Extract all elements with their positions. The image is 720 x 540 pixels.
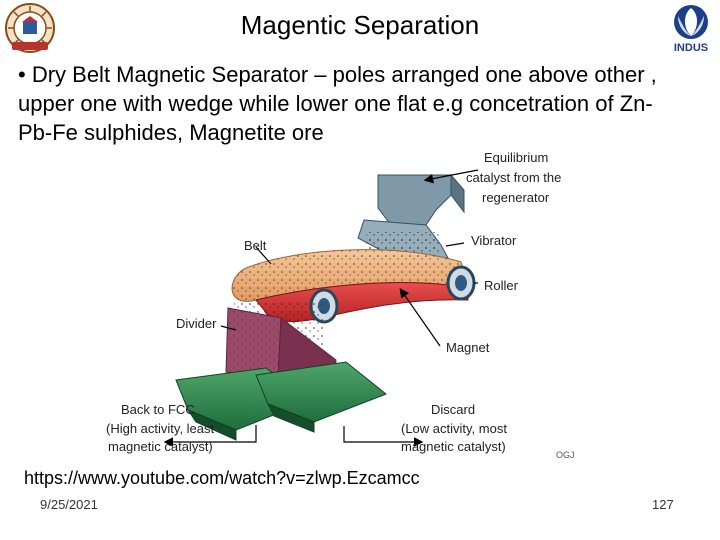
label-back-2: (High activity, least: [106, 421, 215, 436]
youtube-link[interactable]: https://www.youtube.com/watch?v=zlwp.Ezc…: [24, 468, 420, 488]
magnetic-separator-diagram: Equilibrium catalyst from the regenerato…: [96, 150, 581, 462]
slide-date: 9/25/2021: [40, 497, 98, 512]
label-back-1: Back to FCC: [121, 402, 195, 417]
label-discard-1: Discard: [431, 402, 475, 417]
page-number: 127: [652, 497, 674, 512]
slide-title: Magentic Separation: [240, 10, 480, 40]
bin-discard: [255, 361, 387, 433]
label-roller: Roller: [484, 278, 519, 293]
vibrator-hopper: [357, 173, 465, 259]
bullet-text: • Dry Belt Magnetic Separator – poles ar…: [18, 62, 657, 145]
label-vibrator: Vibrator: [471, 233, 517, 248]
college-seal-logo: [5, 3, 55, 53]
label-credit: OGJ: [556, 450, 575, 460]
label-back-3: magnetic catalyst): [108, 439, 213, 454]
indus-university-logo: INDUS: [674, 5, 708, 54]
label-equilibrium-2: catalyst from the: [466, 170, 561, 185]
label-equilibrium-1: Equilibrium: [484, 150, 548, 165]
label-discard-2: (Low activity, most: [401, 421, 507, 436]
label-belt: Belt: [244, 238, 267, 253]
label-divider: Divider: [176, 316, 217, 331]
label-discard-3: magnetic catalyst): [401, 439, 506, 454]
label-magnet: Magnet: [446, 340, 490, 355]
indus-logo-text: INDUS: [674, 42, 708, 54]
label-equilibrium-3: regenerator: [482, 190, 550, 205]
